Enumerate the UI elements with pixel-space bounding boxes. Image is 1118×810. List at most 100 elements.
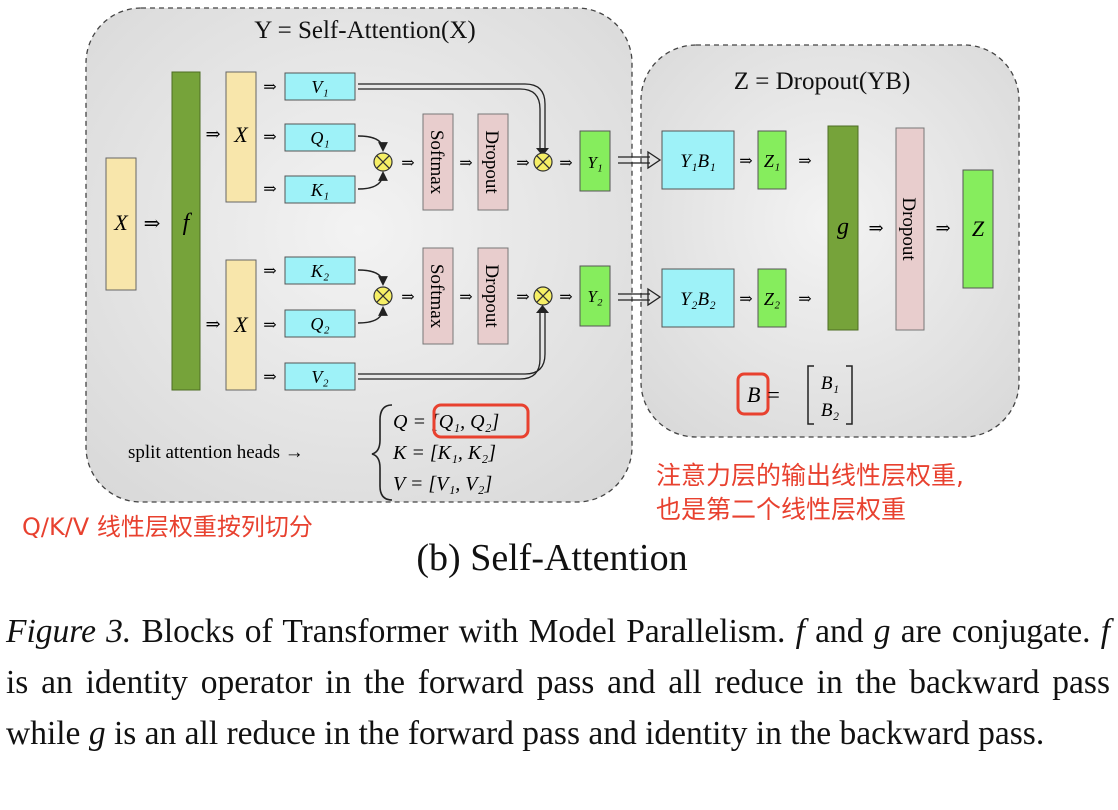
head2-q-connector bbox=[357, 306, 388, 324]
arrow-glyph: ⇒ bbox=[459, 155, 472, 172]
yb2-box bbox=[661, 268, 735, 328]
f-operator-label: f bbox=[183, 210, 193, 236]
head2-x-box bbox=[225, 259, 257, 391]
arrow-glyph: ⇒ bbox=[798, 153, 811, 170]
yb1-box bbox=[661, 130, 735, 190]
head2-v-connector bbox=[358, 311, 546, 375]
caption-text-3: are conjugate. bbox=[890, 613, 1101, 650]
head2-x-label: X bbox=[233, 312, 249, 337]
head2-multiply-2 bbox=[533, 286, 553, 306]
final-dropout-box bbox=[895, 127, 925, 331]
head2-softmax-box bbox=[422, 247, 454, 345]
head1-multiply-1 bbox=[373, 152, 393, 172]
y2-to-yb2-arrowhead bbox=[647, 287, 662, 307]
arrow-glyph: ⇒ bbox=[516, 155, 529, 172]
b-matrix-left-bracket bbox=[807, 365, 814, 425]
dropout-panel-title: Z = Dropout(YB) bbox=[734, 68, 911, 95]
caption-text-1: Blocks of Transformer with Model Paralle… bbox=[131, 613, 796, 650]
head2-q-box bbox=[284, 309, 356, 338]
arrow-glyph: ⇒ bbox=[263, 369, 276, 386]
head1-k-connector bbox=[357, 171, 388, 190]
head1-q-box bbox=[284, 123, 356, 152]
figure-caption: Figure 3. Blocks of Transformer with Mod… bbox=[6, 606, 1110, 759]
self-attention-title: Y = Self-Attention(X) bbox=[254, 17, 475, 44]
head1-dropout-label: Dropout bbox=[481, 130, 502, 194]
caption-text-4: is an identity operator in the forward p… bbox=[6, 664, 1110, 752]
arrow-glyph: ⇒ bbox=[516, 289, 529, 306]
split-heads-label: split attention heads → bbox=[128, 442, 304, 463]
input-x-box bbox=[105, 157, 137, 291]
b-highlight-box bbox=[736, 372, 770, 416]
caption-text-5: is an all reduce in the forward pass and… bbox=[105, 715, 1045, 752]
head1-v-connector-inner bbox=[358, 88, 541, 150]
head2-y-label: Y₂ bbox=[587, 287, 602, 306]
qkv-split-annotation: Q/K/V 线性层权重按列切分 bbox=[22, 513, 313, 541]
z1-label: Z₁ bbox=[764, 151, 780, 171]
head1-v-connector bbox=[358, 83, 546, 150]
y1-to-yb1-arrow bbox=[618, 156, 650, 164]
head2-v-arrowhead bbox=[536, 305, 549, 313]
arrow-glyph: ⇒ bbox=[144, 213, 161, 235]
head1-v-label: V₁ bbox=[311, 77, 328, 97]
input-x-label: X bbox=[113, 210, 129, 235]
arrow-glyph: ⇒ bbox=[935, 218, 950, 238]
split-eq-v: V = [V₁, V₂] bbox=[393, 473, 492, 495]
arrow-glyph: ⇒ bbox=[263, 317, 276, 334]
head1-k-box bbox=[284, 175, 356, 204]
caption-g-2: g bbox=[88, 715, 106, 752]
yb2-label: Y₂B₂ bbox=[680, 289, 716, 310]
output-z-box bbox=[962, 169, 994, 289]
arrow-glyph: ⇒ bbox=[868, 218, 883, 238]
arrow-glyph: ⇒ bbox=[263, 79, 276, 96]
b-matrix-row-1: B₁ bbox=[821, 373, 839, 394]
figure-subtitle: (b) Self-Attention bbox=[416, 537, 687, 579]
arrow-glyph: ⇒ bbox=[559, 289, 572, 306]
b-matrix-row-2: B₂ bbox=[821, 400, 840, 421]
head2-dropout-box bbox=[477, 247, 509, 345]
head1-y-box bbox=[579, 130, 611, 192]
head2-k-box bbox=[284, 256, 356, 285]
head1-softmax-box bbox=[422, 113, 454, 211]
final-dropout-label: Dropout bbox=[898, 197, 919, 261]
head2-softmax-label: Softmax bbox=[426, 264, 447, 329]
g-operator-box bbox=[827, 125, 859, 331]
b-weight-annotation-line2: 也是第二个线性层权重 bbox=[656, 495, 906, 524]
arrow-glyph: ⇒ bbox=[459, 289, 472, 306]
head1-v-box bbox=[284, 72, 356, 101]
head1-dropout-box bbox=[477, 113, 509, 211]
caption-label: Figure 3. bbox=[6, 613, 132, 650]
split-eq-q: Q = [Q₁, Q₂] bbox=[393, 411, 499, 433]
z2-label: Z₂ bbox=[764, 289, 780, 309]
head1-softmax-label: Softmax bbox=[426, 130, 447, 195]
f-operator-box bbox=[171, 71, 201, 391]
arrow-glyph: ⇒ bbox=[205, 124, 220, 144]
b-weight-annotation-line1: 注意力层的输出线性层权重, bbox=[656, 461, 964, 490]
split-heads-brace bbox=[371, 404, 393, 501]
yb1-label: Y₁B₁ bbox=[680, 151, 715, 172]
b-matrix-right-bracket bbox=[846, 365, 853, 425]
y2-to-yb2-arrow bbox=[618, 293, 650, 301]
z2-box bbox=[757, 268, 787, 328]
z1-box bbox=[757, 130, 787, 190]
arrow-glyph: ⇒ bbox=[739, 291, 752, 308]
head2-v-box bbox=[284, 362, 356, 391]
arrow-glyph: ⇒ bbox=[401, 155, 414, 172]
head2-k-connector bbox=[357, 269, 388, 286]
arrow-glyph: ⇒ bbox=[263, 263, 276, 280]
arrow-glyph: ⇒ bbox=[263, 129, 276, 146]
head1-x-label: X bbox=[233, 122, 249, 147]
g-operator-label: g bbox=[837, 214, 849, 240]
caption-text-2: and bbox=[804, 613, 874, 650]
caption-f-2: f bbox=[1100, 613, 1110, 650]
arrow-glyph: ⇒ bbox=[559, 155, 572, 172]
head1-q-connector bbox=[357, 135, 388, 152]
head2-q-label: Q₂ bbox=[310, 314, 329, 334]
split-eq-k: K = [K₁, K₂] bbox=[392, 442, 496, 464]
head1-y-label: Y₁ bbox=[587, 153, 602, 172]
head1-x-box bbox=[225, 71, 257, 203]
head1-q-label: Q₁ bbox=[310, 128, 329, 148]
b-equation-lhs: B = bbox=[747, 382, 781, 407]
caption-g: g bbox=[873, 613, 891, 650]
y1-to-yb1-arrowhead bbox=[647, 150, 662, 170]
